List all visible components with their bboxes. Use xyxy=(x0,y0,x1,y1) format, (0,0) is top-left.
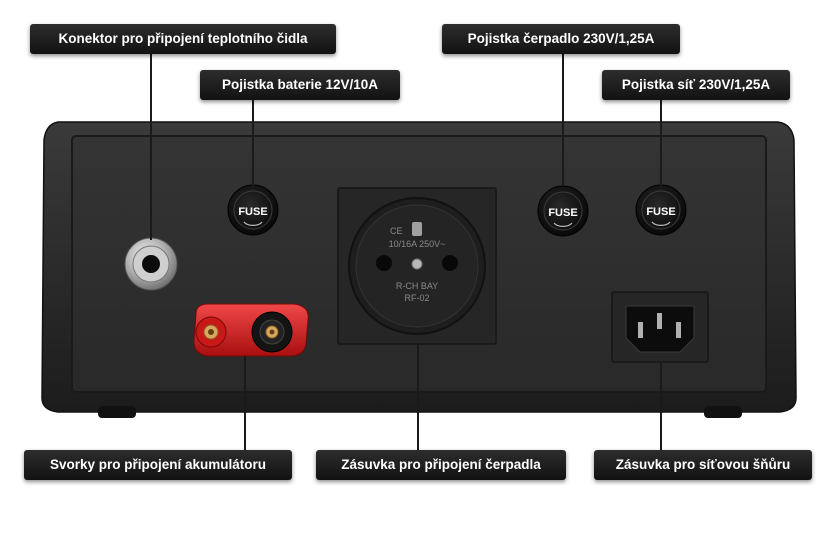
battery-fuse-marking: FUSE xyxy=(238,206,267,218)
leader-power-cord-socket xyxy=(660,362,662,450)
mains-fuse-marking: FUSE xyxy=(646,206,675,218)
sensor-jack-connector xyxy=(124,237,178,291)
socket-brand-marking: R-CH BAY xyxy=(396,281,438,291)
label-mains-fuse: Pojistka síť 230V/1,25A xyxy=(602,70,790,100)
pump-socket-body xyxy=(337,187,497,345)
leader-battery-fuse xyxy=(252,100,254,186)
pump-fuse-holder xyxy=(537,185,589,237)
label-pump-socket: Zásuvka pro připojení čerpadla xyxy=(316,450,566,480)
battery-terminals xyxy=(193,303,309,357)
device-foot-right xyxy=(704,406,742,418)
device-foot-left xyxy=(98,406,136,418)
leader-battery-terminals xyxy=(244,356,246,450)
power-cord-inlet xyxy=(611,291,709,363)
socket-rating-marking: 10/16A 250V~ xyxy=(389,239,446,249)
label-battery-terminals: Svorky pro připojení akumulátoru xyxy=(24,450,292,480)
pump-fuse-marking: FUSE xyxy=(548,207,577,219)
leader-pump-socket xyxy=(417,344,419,450)
leader-mains-fuse xyxy=(660,100,662,186)
leader-sensor-connector xyxy=(150,54,152,240)
mains-fuse-holder xyxy=(635,184,687,236)
socket-ce-marking: CE xyxy=(390,226,403,236)
battery-fuse-holder xyxy=(227,184,279,236)
leader-pump-fuse xyxy=(562,54,564,186)
label-power-cord-socket: Zásuvka pro síťovou šňůru xyxy=(594,450,812,480)
label-sensor-connector: Konektor pro připojení teplotního čidla xyxy=(30,24,336,54)
label-battery-fuse: Pojistka baterie 12V/10A xyxy=(200,70,400,100)
label-pump-fuse: Pojistka čerpadlo 230V/1,25A xyxy=(442,24,680,54)
socket-model-marking: RF-02 xyxy=(404,293,429,303)
